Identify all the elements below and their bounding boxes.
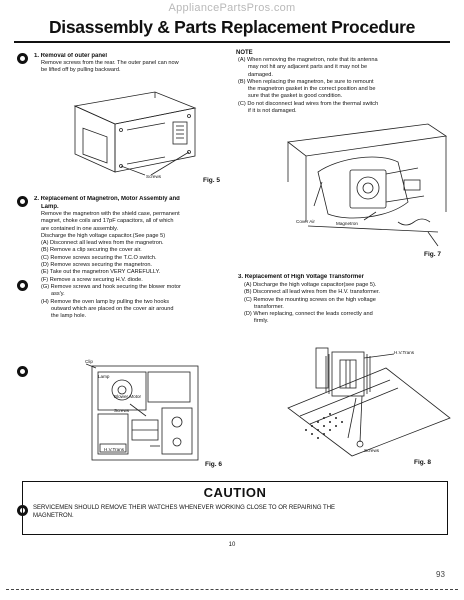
caution-title: CAUTION [203, 485, 267, 500]
binder-hole-icon [17, 280, 28, 291]
fig7-diagram [286, 123, 448, 247]
title-rule [14, 41, 450, 43]
binder-hole-icon [17, 366, 28, 377]
fig7-callout-cover-air: Cover Air [296, 219, 315, 224]
fig7-callout-magnetron: Magnetron [336, 221, 358, 226]
section2-heading: 2. Replacement of Magnetron, Motor Assem… [34, 196, 180, 210]
section1-heading: 1. Removal of outer panel [34, 53, 108, 59]
note-text: (A) When removing the magnetron, note th… [238, 57, 379, 115]
fig8-callout-screws: Screws [364, 448, 380, 453]
fig6-callout-blower-motor: Blower Motor [114, 394, 142, 399]
bottom-rule [6, 589, 458, 590]
fig6-callout-screws: Screws [114, 408, 130, 413]
fig5-callout-screws: Screws [146, 174, 162, 179]
section2-text: Remove the magnetron with the shield cas… [41, 211, 181, 320]
section1-text: Remove screws from the rear. The outer p… [41, 60, 179, 74]
fig6-callout-hv-trans: H.V.Trans [104, 447, 125, 452]
section3-heading: 3. Replacement of High Voltage Transform… [238, 274, 364, 280]
caution-box: CAUTION SERVICEMEN SHOULD REMOVE THEIR W… [22, 481, 448, 535]
corner-mark: 93 [436, 570, 445, 579]
caution-text: SERVICEMEN SHOULD REMOVE THEIR WATCHES W… [33, 505, 336, 519]
watermark: AppliancePartsPros.com [168, 2, 296, 14]
page-title: Disassembly & Parts Replacement Procedur… [48, 17, 416, 37]
fig8-diagram [287, 347, 451, 457]
note-heading: NOTE [236, 50, 253, 56]
fig8-callout-hv-trans: H.V.Trans [394, 350, 415, 355]
page-number: 10 [228, 542, 236, 548]
fig6-callout-clip: Clip [85, 359, 93, 364]
fig7-label: Fig. 7 [424, 251, 441, 258]
fig8-label: Fig. 8 [414, 459, 431, 466]
fig6-callout-lamp: Lamp [98, 374, 110, 379]
fig5-diagram [73, 91, 197, 176]
fig6-diagram [86, 363, 199, 461]
fig6-label: Fig. 6 [205, 461, 222, 468]
binder-hole-icon [17, 196, 28, 207]
section3-text: (A) Discharge the high voltage capacitor… [244, 282, 380, 325]
binder-hole-icon [17, 53, 28, 64]
fig5-label: Fig. 5 [203, 177, 220, 184]
